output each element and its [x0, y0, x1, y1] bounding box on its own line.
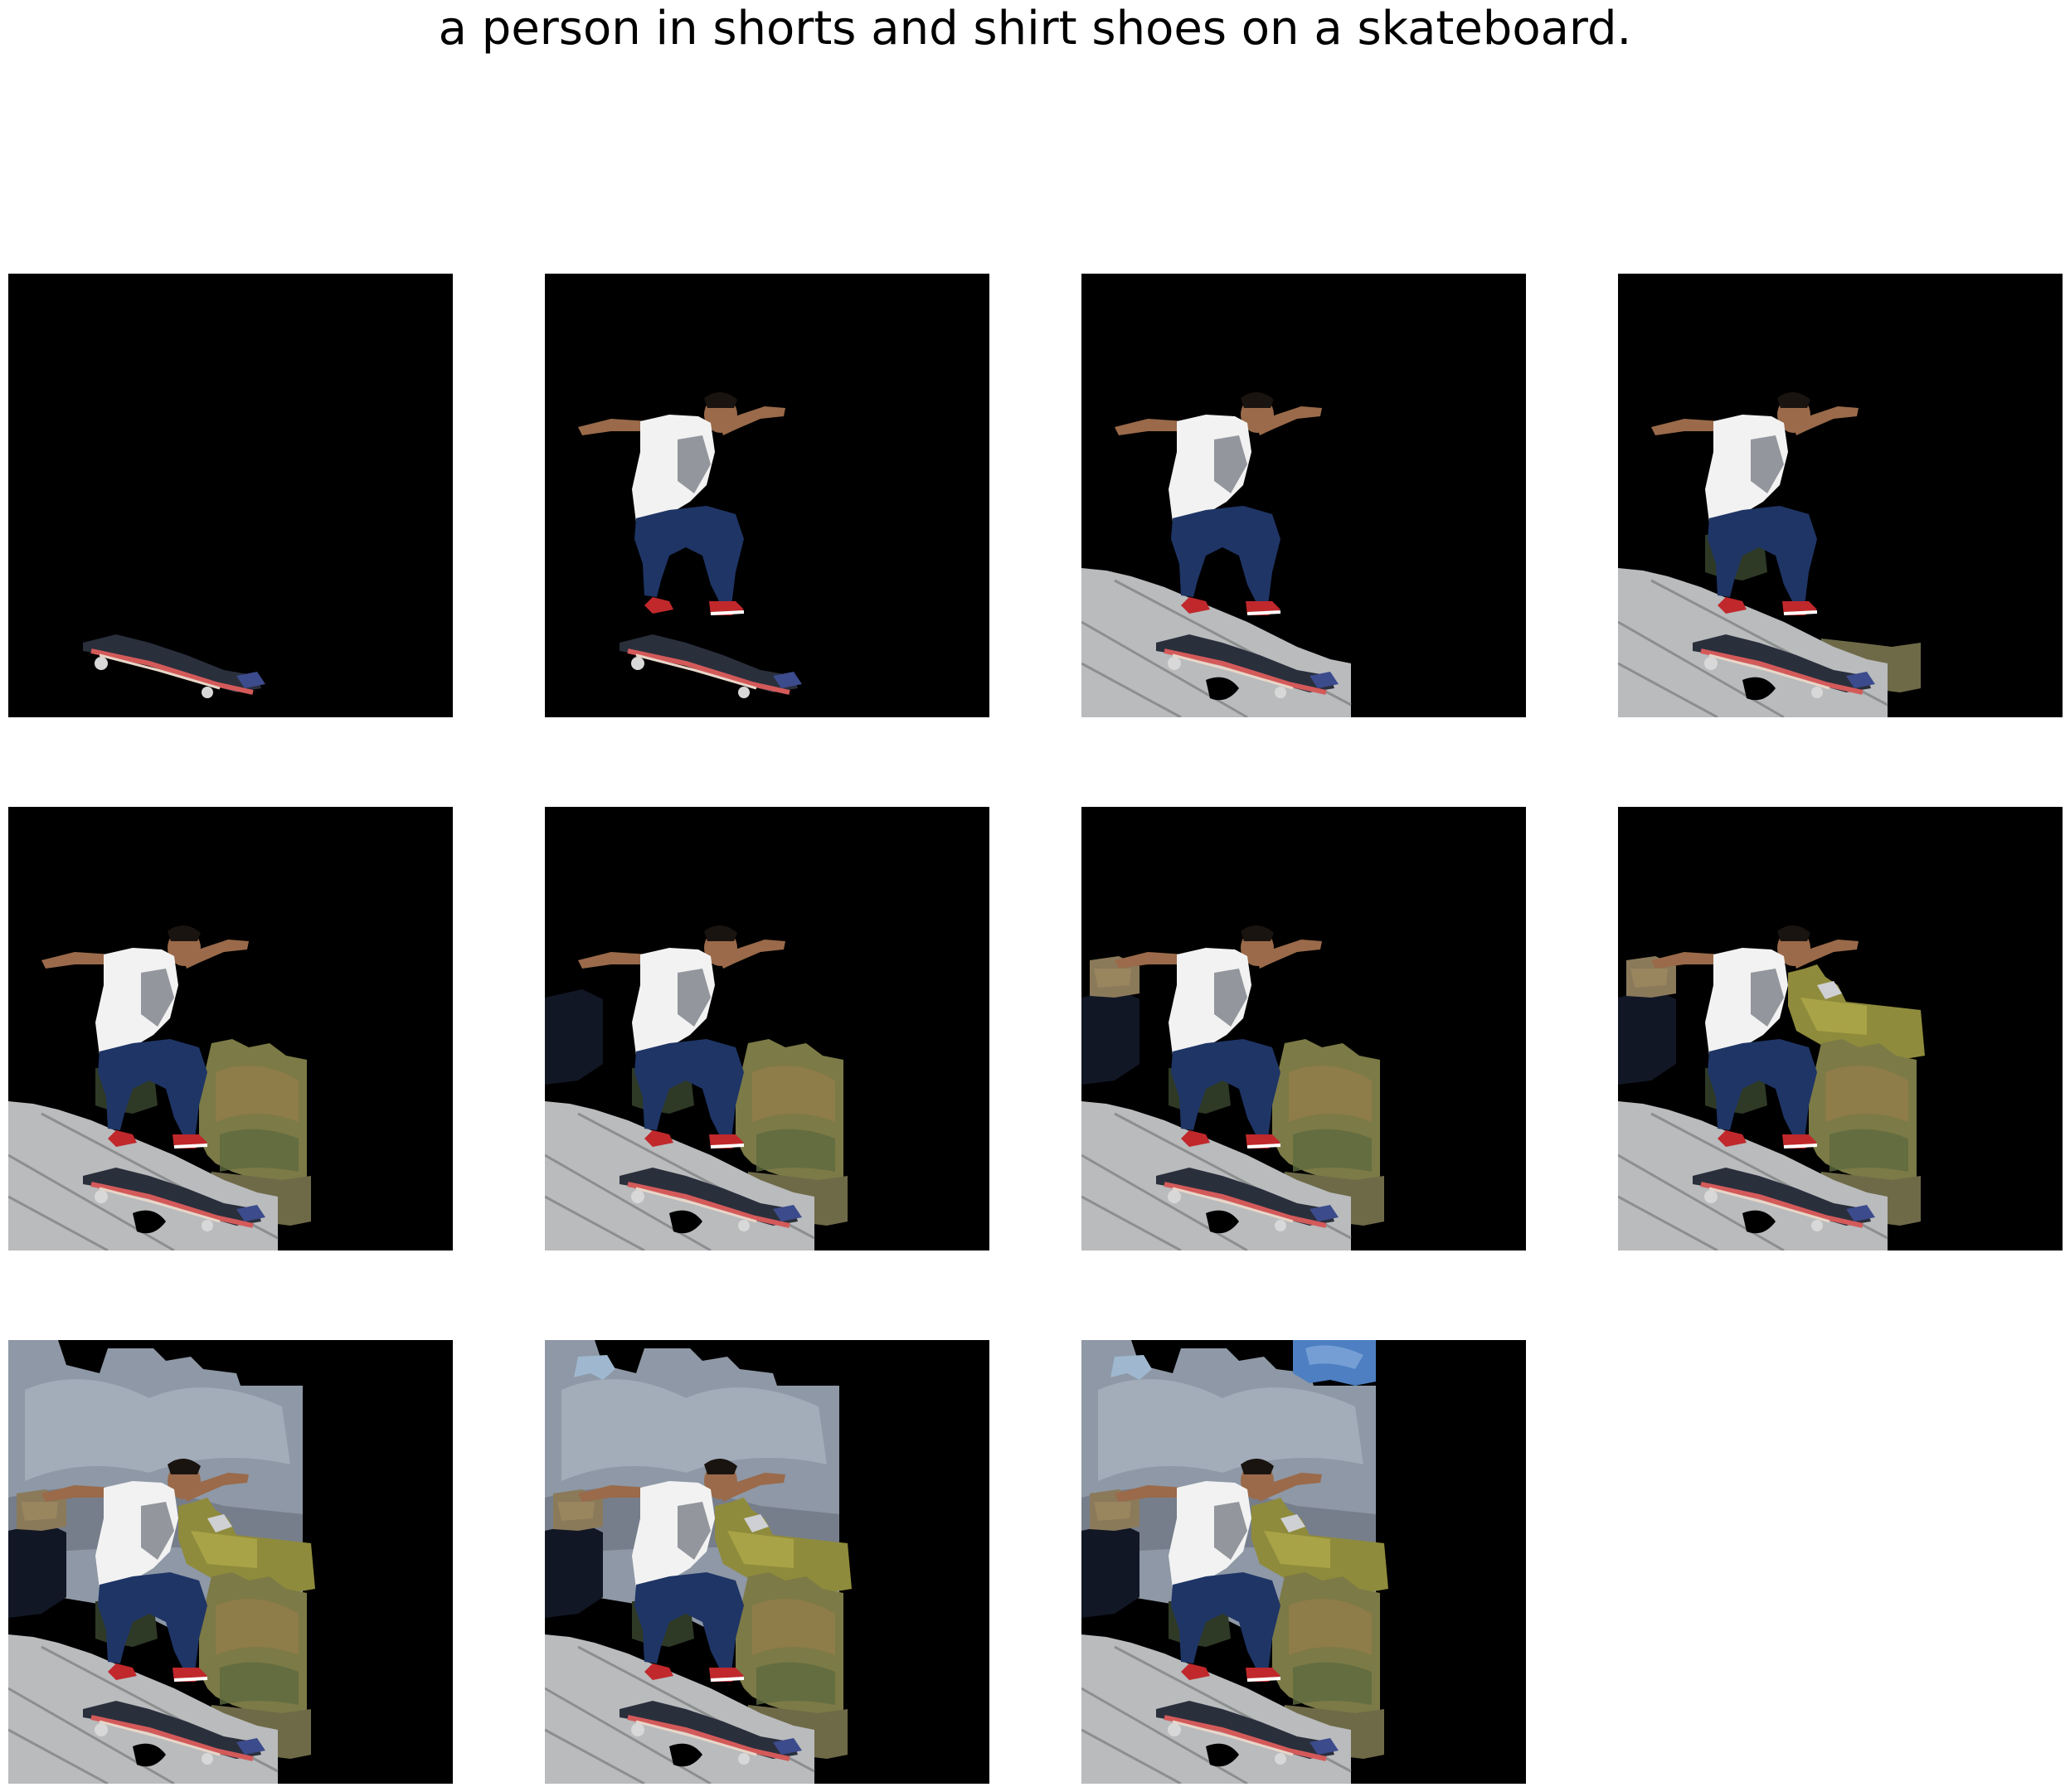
- region-dark-left: [8, 1522, 66, 1618]
- region-bush: [199, 1039, 307, 1184]
- region-person: [1651, 925, 1859, 1149]
- region-dark-left: [1618, 989, 1676, 1085]
- region-tree-right: [715, 1498, 852, 1593]
- region-bush: [1272, 1039, 1380, 1184]
- panel-step-3: [1081, 274, 1526, 717]
- panel-image: [8, 807, 453, 1251]
- panel-step-2: [545, 274, 989, 717]
- region-skateboard: [620, 634, 802, 698]
- region-tree-right: [1788, 964, 1925, 1060]
- figure-title: a person in shorts and shirt shoes on a …: [438, 2, 1632, 56]
- region-skateboard: [620, 1701, 802, 1765]
- region-skateboard: [1156, 634, 1339, 698]
- region-person: [578, 925, 785, 1149]
- region-dark-left: [545, 1522, 603, 1618]
- region-skateboard: [620, 1168, 802, 1231]
- region-tree-right: [178, 1498, 315, 1593]
- region-skateboard: [1156, 1701, 1339, 1765]
- panel-step-1: [8, 274, 453, 717]
- region-bush: [736, 1039, 843, 1184]
- panel-step-9: [8, 1340, 453, 1784]
- panel-image: [1618, 274, 2063, 717]
- panel-image: [1081, 274, 1526, 717]
- panel-image: [8, 274, 453, 717]
- panel-image: [1618, 807, 2063, 1251]
- region-sky-patch-left: [1110, 1355, 1152, 1380]
- panel-image: [545, 274, 989, 717]
- region-person: [1115, 391, 1322, 615]
- region-person: [1651, 391, 1859, 615]
- panel-image: [545, 1340, 989, 1784]
- region-person: [41, 925, 249, 1149]
- region-bush: [1809, 1039, 1917, 1184]
- region-bush: [199, 1572, 307, 1717]
- region-person: [578, 391, 785, 615]
- panel-image: [8, 1340, 453, 1784]
- panel-step-11: [1081, 1340, 1526, 1784]
- region-skateboard: [1693, 634, 1875, 698]
- region-skateboard: [83, 1701, 265, 1765]
- region-skateboard: [83, 1168, 265, 1231]
- region-skateboard: [1693, 1168, 1875, 1231]
- region-skateboard: [83, 634, 265, 698]
- panel-step-10: [545, 1340, 989, 1784]
- panel-step-4: [1618, 274, 2063, 717]
- region-tree-right: [1251, 1498, 1388, 1593]
- region-dark-left: [545, 989, 603, 1085]
- panel-step-6: [545, 807, 989, 1251]
- region-bush: [736, 1572, 843, 1717]
- region-dark-left: [1081, 989, 1139, 1085]
- region-person: [41, 1458, 249, 1682]
- panel-image: [545, 807, 989, 1251]
- region-person: [1115, 925, 1322, 1149]
- panel-step-5: [8, 807, 453, 1251]
- region-bush: [1272, 1572, 1380, 1717]
- region-sky-patch-left: [574, 1355, 615, 1380]
- region-dark-left: [1081, 1522, 1139, 1618]
- panel-step-7: [1081, 807, 1526, 1251]
- panel-image: [1081, 1340, 1526, 1784]
- region-person: [578, 1458, 785, 1682]
- panel-step-8: [1618, 807, 2063, 1251]
- region-blue-sky: [1293, 1340, 1376, 1386]
- region-skateboard: [1156, 1168, 1339, 1231]
- region-person: [1115, 1458, 1322, 1682]
- panel-image: [1081, 807, 1526, 1251]
